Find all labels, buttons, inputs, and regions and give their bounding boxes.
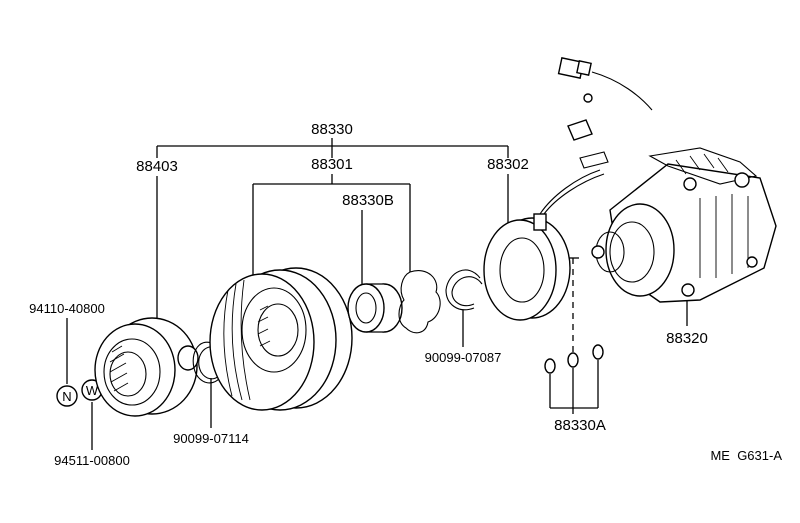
svg-text:N: N: [62, 389, 71, 404]
snap-ring-small: [192, 341, 221, 384]
leader-lines: [66, 138, 688, 450]
label-88330: 88330: [311, 121, 353, 138]
label-88301: 88301: [311, 156, 353, 173]
field-coil: [483, 169, 605, 321]
label-90099-07114: 90099-07114: [173, 431, 249, 446]
washer-part: W: [81, 379, 103, 401]
part-labels: 88330 88403 88301 88302 88330B 88320 883…: [29, 121, 782, 468]
pulley: [209, 267, 353, 411]
nut-part: N: [56, 385, 78, 407]
wave-clip: [398, 270, 441, 334]
snap-ring-coil: [445, 269, 483, 311]
connector-wire: [557, 57, 653, 169]
label-94511-00800: 94511-00800: [54, 453, 130, 468]
label-88302: 88302: [487, 156, 529, 173]
reference-code: ME G631-A: [710, 448, 782, 463]
shims: [544, 344, 604, 374]
label-88330a: 88330A: [554, 417, 606, 434]
svg-text:W: W: [86, 383, 99, 398]
label-88403: 88403: [136, 158, 178, 175]
label-88330b: 88330B: [342, 192, 394, 209]
label-94110-40800: 94110-40800: [29, 301, 105, 316]
bearing: [347, 283, 403, 333]
label-88320: 88320: [666, 330, 708, 347]
compressor: [591, 147, 777, 303]
label-90099-07087: 90099-07087: [425, 350, 502, 365]
pressure-plate: [94, 317, 199, 417]
